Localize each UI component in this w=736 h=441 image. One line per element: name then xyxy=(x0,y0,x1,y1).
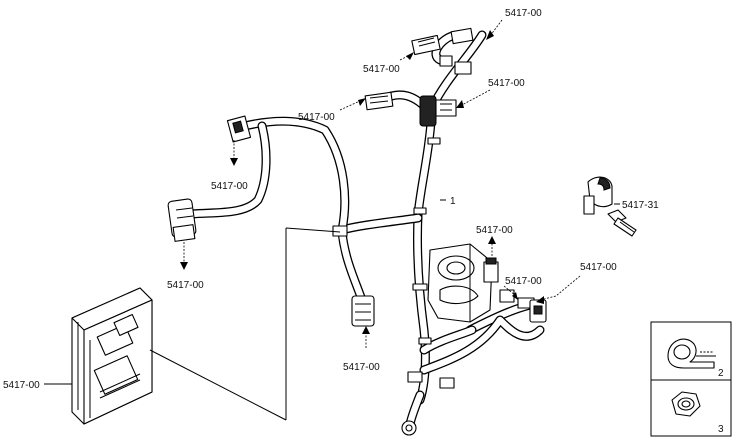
callout-bracket-bolt: 5417-31 xyxy=(622,200,659,211)
callout-center-bottom: 5417-00 xyxy=(343,362,380,373)
nut-part xyxy=(671,391,701,417)
callout-right-far: 5417-00 xyxy=(580,262,617,273)
callout-left-lower: 5417-00 xyxy=(167,280,204,291)
connector-center-bottom xyxy=(351,295,375,327)
harness-band xyxy=(413,207,427,215)
sensor-stud xyxy=(483,257,499,283)
detail-panel: 2 3 xyxy=(650,321,732,437)
harness-band xyxy=(418,337,432,345)
connector-upper-center xyxy=(364,91,394,111)
connector-top-1 xyxy=(411,34,441,56)
connector-left-lower xyxy=(167,198,197,242)
callout-left-upper: 5417-00 xyxy=(211,181,248,192)
callout-center-right: 5417-00 xyxy=(476,225,513,236)
callout-top-right: 5417-00 xyxy=(505,8,542,19)
harness-band xyxy=(427,137,441,145)
bracket-part xyxy=(583,176,613,215)
p-clip-part xyxy=(667,338,716,369)
callout-top-left: 5417-00 xyxy=(363,64,400,75)
connector-left-upper xyxy=(226,115,252,143)
harness-band xyxy=(412,283,428,291)
harness-connectors xyxy=(167,27,547,436)
callout-item-1: 1 xyxy=(450,196,456,207)
callout-ecu: 5417-00 xyxy=(3,380,40,391)
harness-band xyxy=(332,225,348,237)
callout-right-mid: 5417-00 xyxy=(505,276,542,287)
leader-arrows xyxy=(44,19,620,385)
connector-right-far xyxy=(529,299,547,323)
connector-top-3 xyxy=(439,55,472,75)
ecu-module xyxy=(71,287,153,425)
callout-upper-center: 5417-00 xyxy=(298,112,335,123)
harness-clip-bottom xyxy=(407,371,455,389)
detail-item-2: 2 xyxy=(718,368,724,379)
reference-lines xyxy=(149,227,341,421)
bolt-part xyxy=(607,209,637,237)
connector-right-mid xyxy=(499,289,535,309)
connector-upper-right xyxy=(419,95,457,127)
connector-top-2 xyxy=(450,27,474,45)
detail-item-3: 3 xyxy=(718,424,724,435)
callout-upper-right: 5417-00 xyxy=(488,78,525,89)
ring-terminal xyxy=(401,420,417,436)
junction-block xyxy=(427,243,493,323)
